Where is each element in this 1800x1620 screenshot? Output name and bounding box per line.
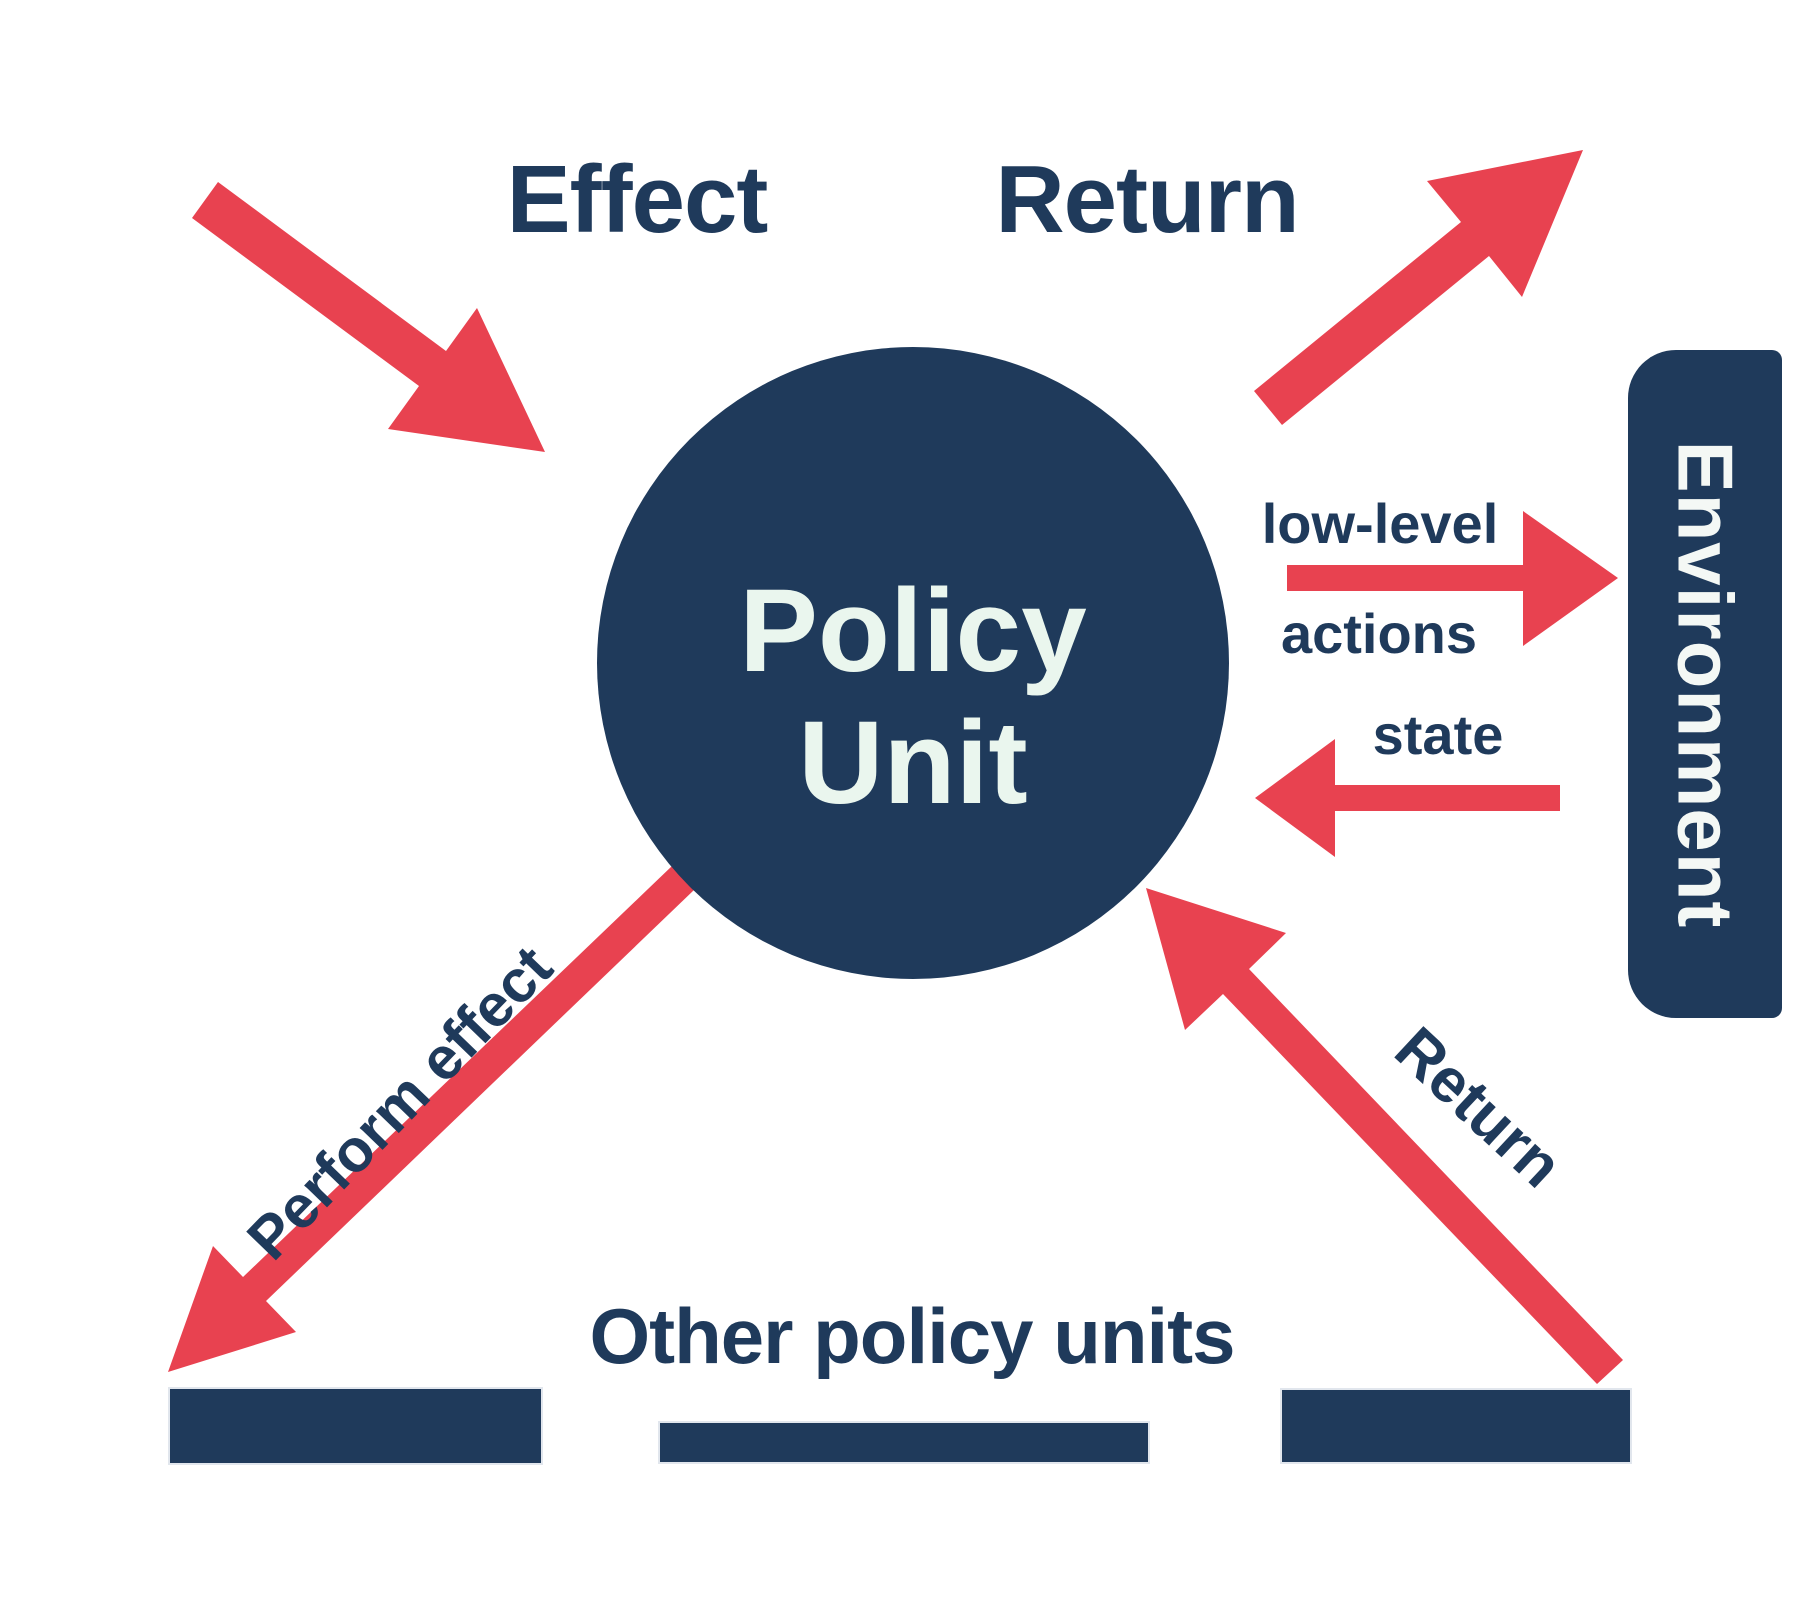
other-policy-unit-bar [170,1389,541,1463]
perform-effect-arrow [168,866,694,1372]
state-arrow [1255,739,1560,857]
other-policy-unit-bar [1282,1390,1630,1462]
policy-unit-label-line2: Unit [798,697,1028,829]
return-bottom-arrow [1146,888,1623,1384]
environment-label: Environment [1661,440,1750,928]
effect-label: Effect [506,146,769,253]
policy-unit-label: Policy Unit [739,565,1087,829]
return-top-label: Return [995,146,1299,253]
state-label: state [1372,703,1504,766]
return-top-arrow [1254,150,1583,425]
actions-label: actions [1280,602,1478,665]
other-policy-units-label: Other policy units [589,1292,1235,1380]
environment-node: Environment [1628,350,1782,1018]
low-level-actions-arrow [1287,511,1618,646]
effect-arrow [192,182,545,452]
other-policy-unit-bar [660,1423,1148,1462]
policy-unit-node [597,347,1229,979]
policy-unit-label-line1: Policy [739,564,1087,697]
low-level-label: low-level [1261,492,1499,555]
